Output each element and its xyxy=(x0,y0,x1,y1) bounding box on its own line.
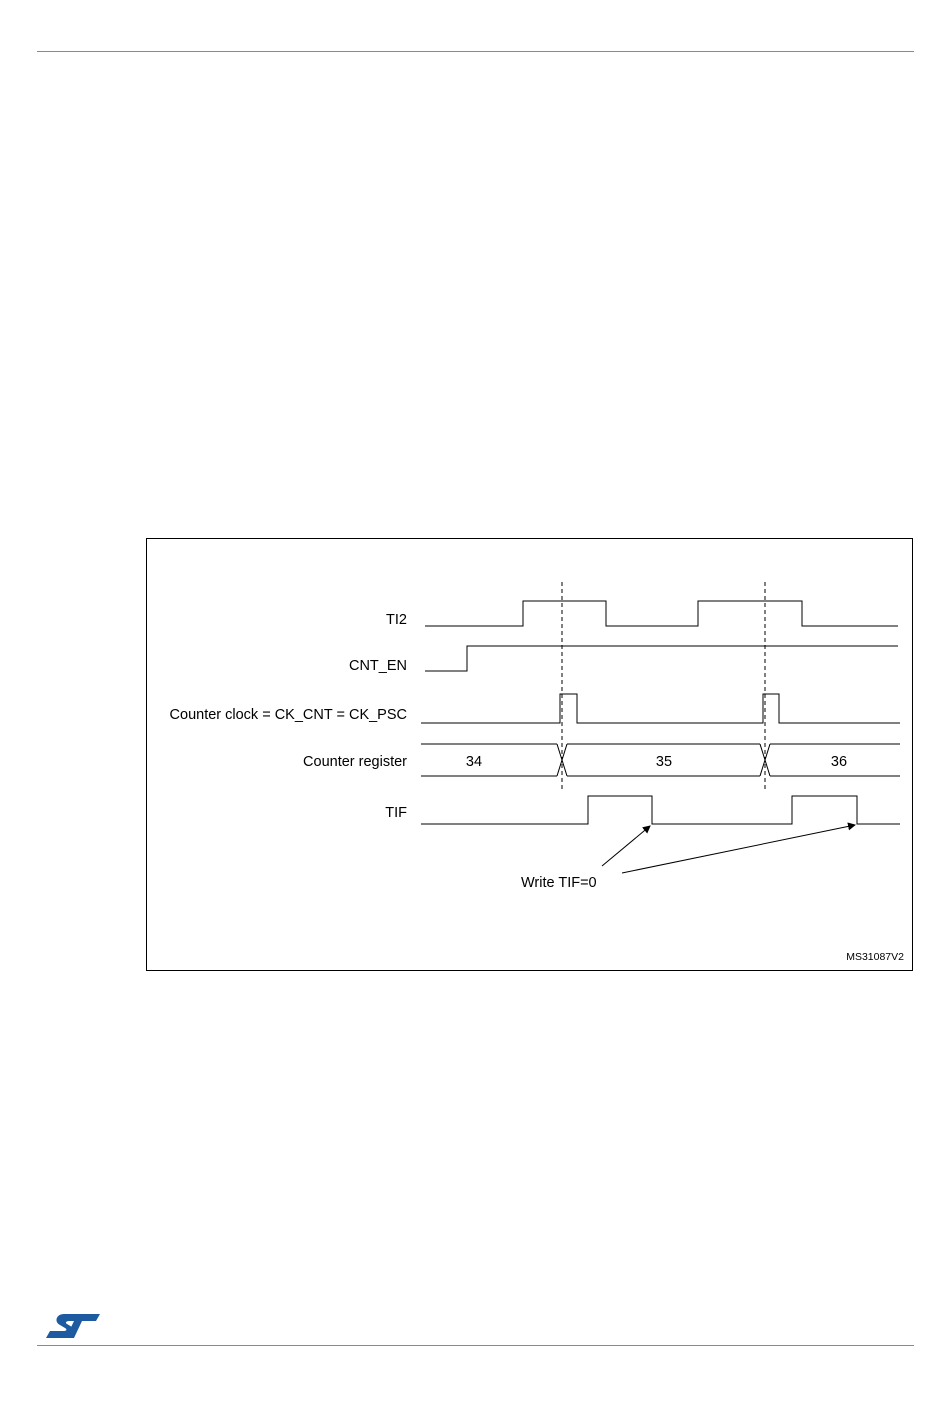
waveform-ti2 xyxy=(425,601,898,626)
timing-diagram: TI2 CNT_EN Counter clock = CK_CNT = CK_P… xyxy=(146,538,913,971)
signal-label-tif: TIF xyxy=(385,805,407,821)
counter-value-34: 34 xyxy=(466,754,482,770)
signal-label-counter-register: Counter register xyxy=(303,754,407,770)
annotation-arrow-1 xyxy=(602,826,650,866)
annotation-write-tif: Write TIF=0 xyxy=(521,875,597,891)
signal-label-cnt-en: CNT_EN xyxy=(349,658,407,674)
annotation-arrow-2 xyxy=(622,825,855,873)
signal-label-counter-clock: Counter clock = CK_CNT = CK_PSC xyxy=(170,707,407,723)
footer-rule xyxy=(37,1345,914,1346)
signal-label-ti2: TI2 xyxy=(386,612,407,628)
waveform-tif xyxy=(421,796,900,824)
st-logo-icon xyxy=(44,1312,102,1340)
waveform-cnt-en xyxy=(425,646,898,671)
header-rule xyxy=(37,51,914,52)
waveform-counter-clock xyxy=(421,694,900,723)
counter-value-36: 36 xyxy=(831,754,847,770)
counter-value-35: 35 xyxy=(656,754,672,770)
figure-id: MS31087V2 xyxy=(846,951,904,963)
